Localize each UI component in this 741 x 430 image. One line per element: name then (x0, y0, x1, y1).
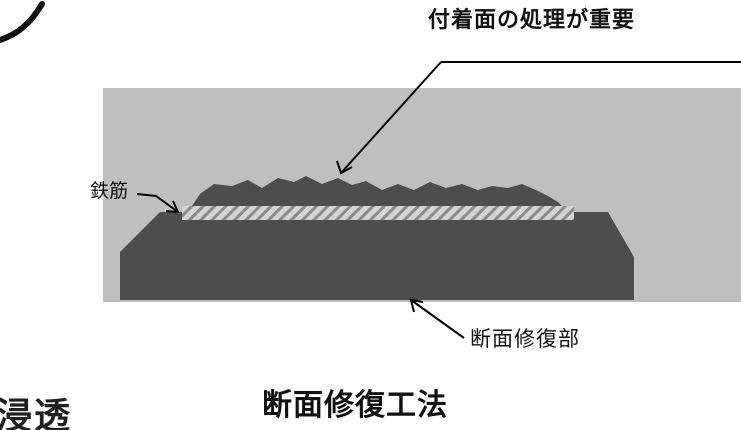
arrow-line-repair (410, 299, 465, 339)
repair-section (120, 212, 634, 300)
cut-off-left-text: 浸透 (0, 396, 73, 430)
repair-part-label: 断面修復部 (470, 327, 580, 351)
rebar-band (182, 206, 574, 220)
arrowhead-rebar (165, 200, 180, 214)
method-title: 断面修復工法 (262, 388, 448, 423)
arrowhead-surface (336, 160, 353, 175)
arrow-line-surface (340, 61, 442, 174)
surface-treatment-label: 付着面の処理が重要 (428, 8, 636, 33)
arrow-line-rebar (136, 193, 179, 213)
arrowhead-repair (409, 298, 424, 313)
top-left-stroke-fragment (0, 1, 45, 43)
rough-bonding-surface (192, 176, 562, 206)
rebar-label: 鉄筋 (90, 180, 129, 202)
